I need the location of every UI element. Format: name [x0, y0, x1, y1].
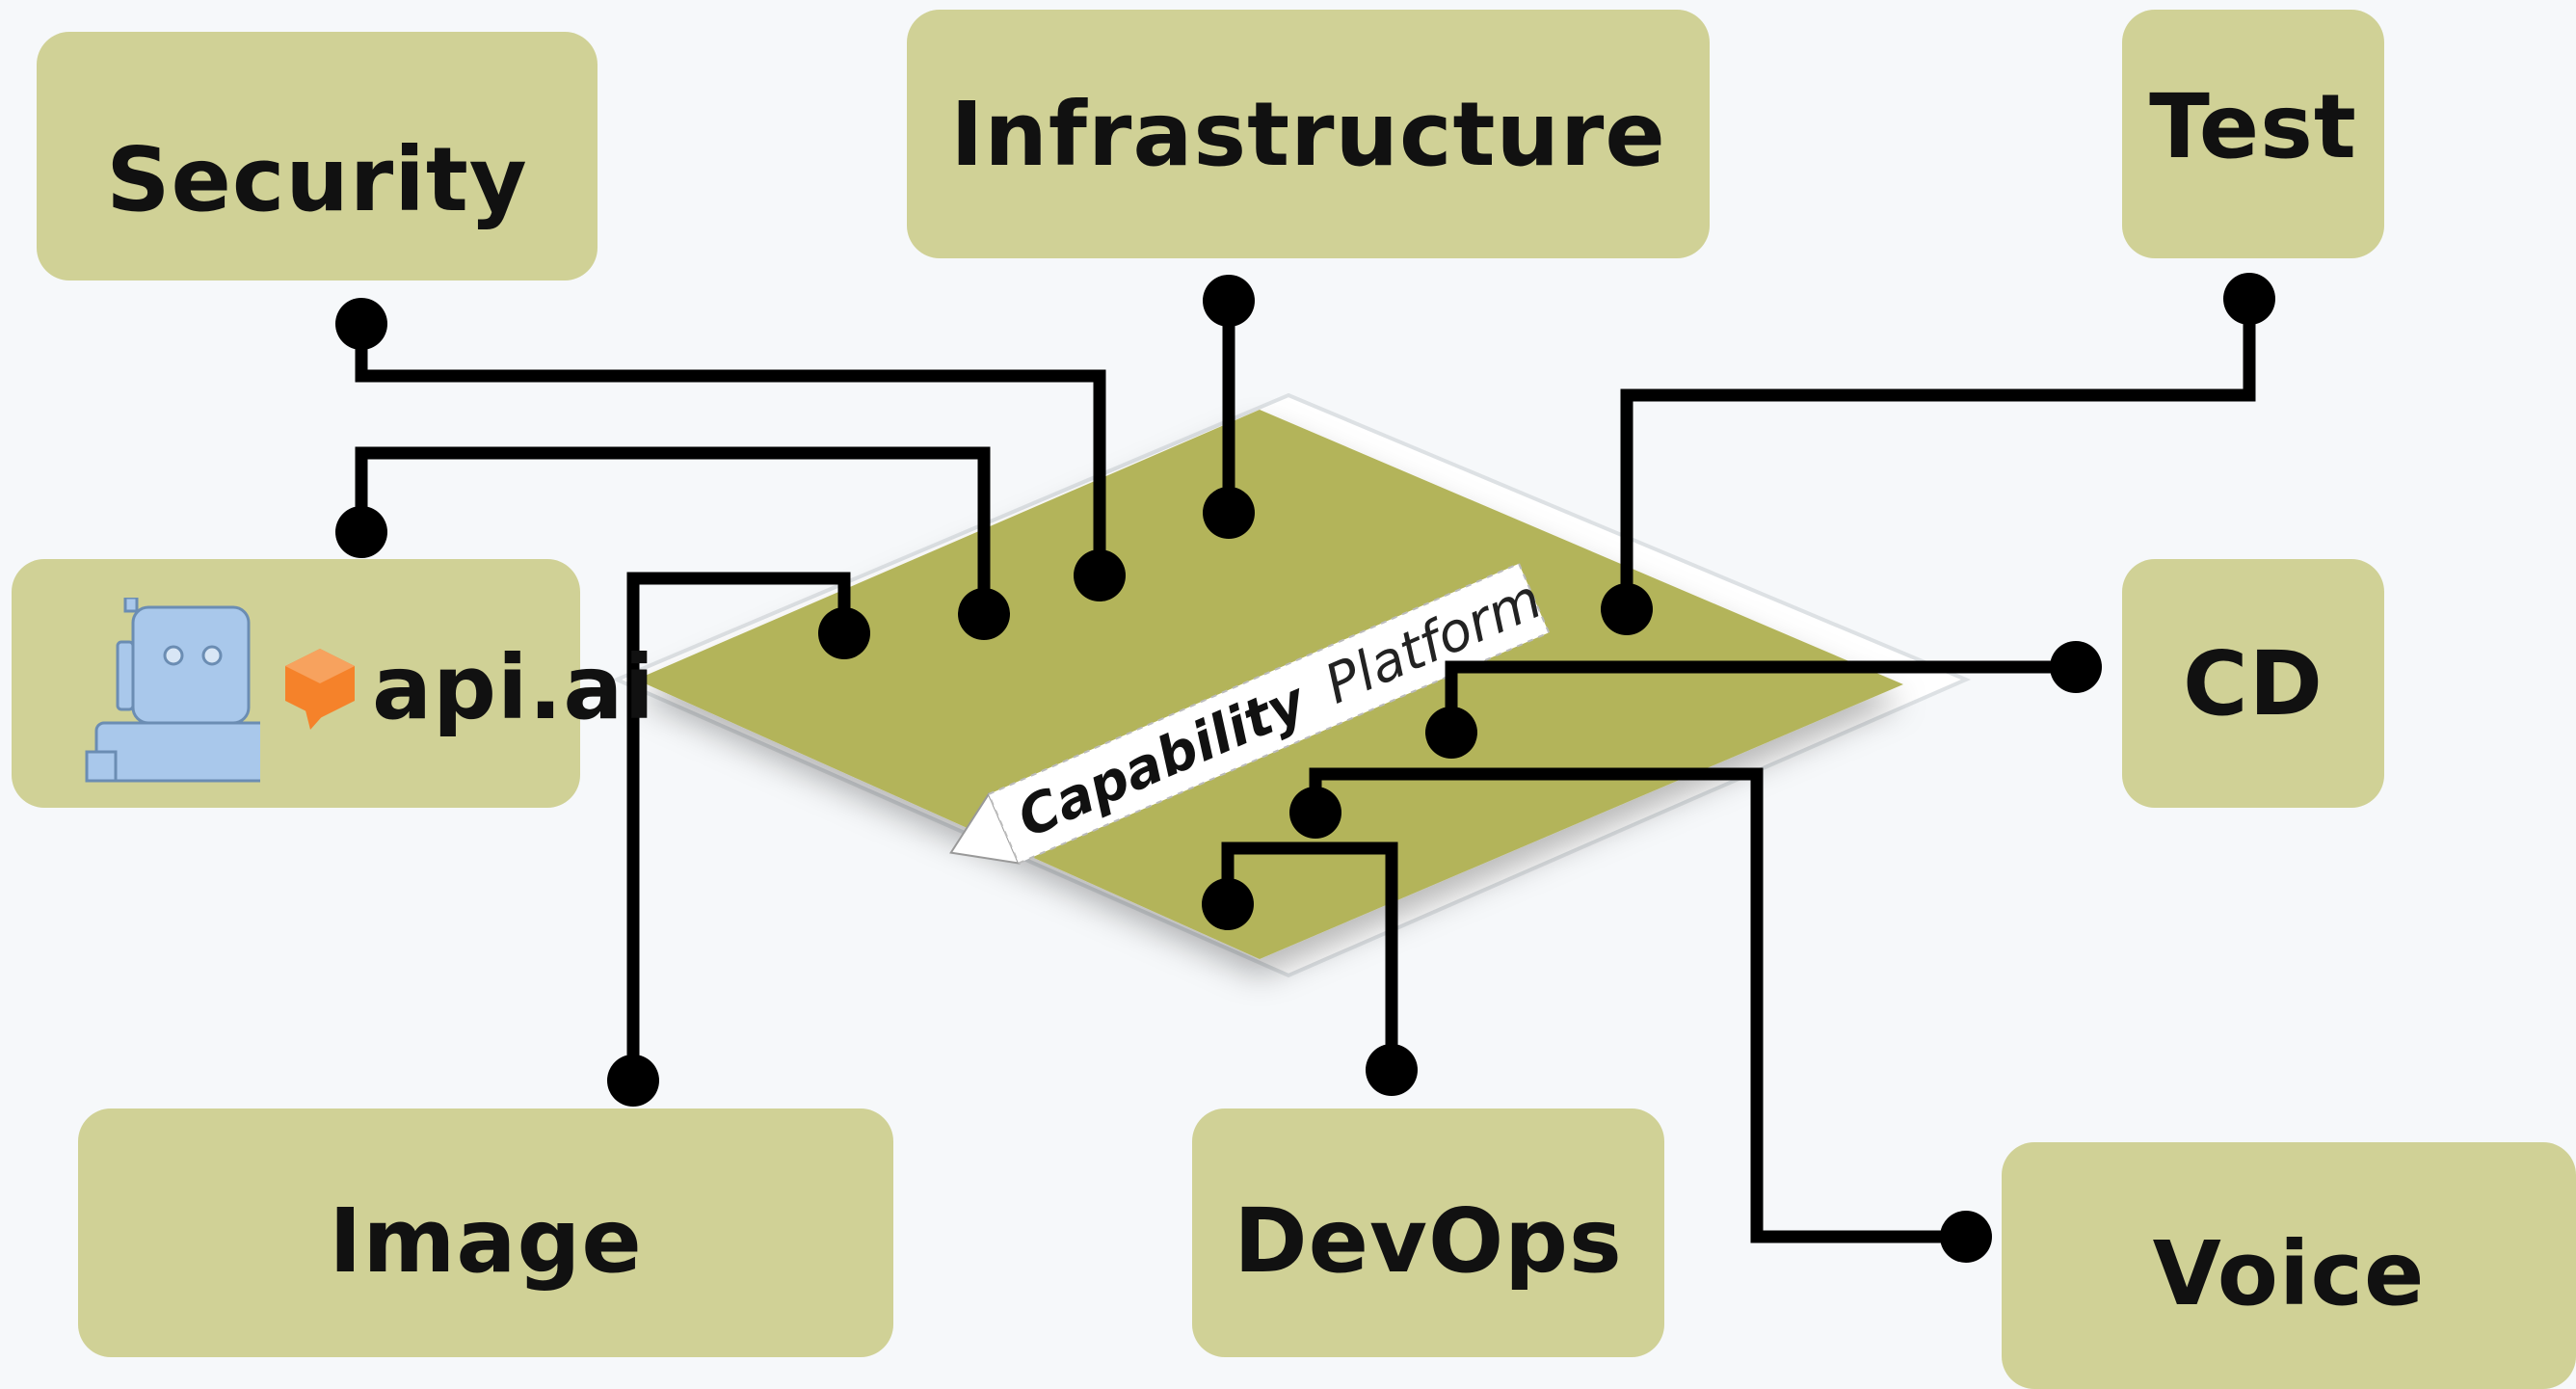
test-box: Test	[2122, 10, 2384, 258]
infrastructure-label: Infrastructure	[950, 82, 1666, 186]
connector-devops	[1221, 841, 1398, 1070]
dot-cd-box	[2050, 641, 2102, 693]
dot-voice-box	[1940, 1211, 1992, 1263]
dot-image-platform	[818, 607, 870, 659]
dot-apiai-box	[335, 506, 387, 558]
cd-box: CD	[2122, 559, 2384, 808]
dot-security-top	[335, 298, 387, 350]
connector-image	[626, 572, 851, 1080]
dot-infra-top	[1203, 275, 1255, 327]
voice-box: Voice	[2002, 1142, 2576, 1389]
image-box: Image	[78, 1109, 893, 1357]
security-box: Security	[37, 32, 598, 280]
dot-image-box	[607, 1055, 659, 1107]
dot-infra-platform	[1203, 487, 1255, 539]
dot-devops-box	[1366, 1044, 1418, 1096]
apiai-logo: api.ai	[281, 636, 655, 739]
test-label: Test	[2149, 74, 2357, 178]
robot-icon	[85, 598, 260, 783]
voice-label: Voice	[2152, 1221, 2426, 1325]
infrastructure-box: Infrastructure	[907, 10, 1710, 258]
speech-bubble-icon	[285, 648, 355, 730]
apiai-logo-text: api.ai	[372, 636, 656, 739]
connector-dots	[335, 273, 2275, 1263]
dot-devops-platform	[1202, 878, 1254, 930]
devops-label: DevOps	[1234, 1189, 1623, 1293]
image-label: Image	[329, 1189, 643, 1293]
devops-box: DevOps	[1192, 1109, 1664, 1357]
dot-cd-platform	[1425, 707, 1477, 759]
connector-apiai	[355, 446, 991, 614]
dot-apiai-platform	[958, 588, 1010, 640]
cd-label: CD	[2183, 631, 2324, 735]
dot-security-platform	[1074, 549, 1126, 601]
dot-voice-platform	[1289, 787, 1341, 839]
apiai-box: api.ai	[12, 559, 654, 808]
connector-test	[1620, 299, 2256, 609]
label-strip	[987, 562, 1551, 865]
dot-test-platform	[1601, 583, 1653, 635]
security-label: Security	[106, 127, 528, 231]
dot-test-top	[2223, 273, 2275, 325]
